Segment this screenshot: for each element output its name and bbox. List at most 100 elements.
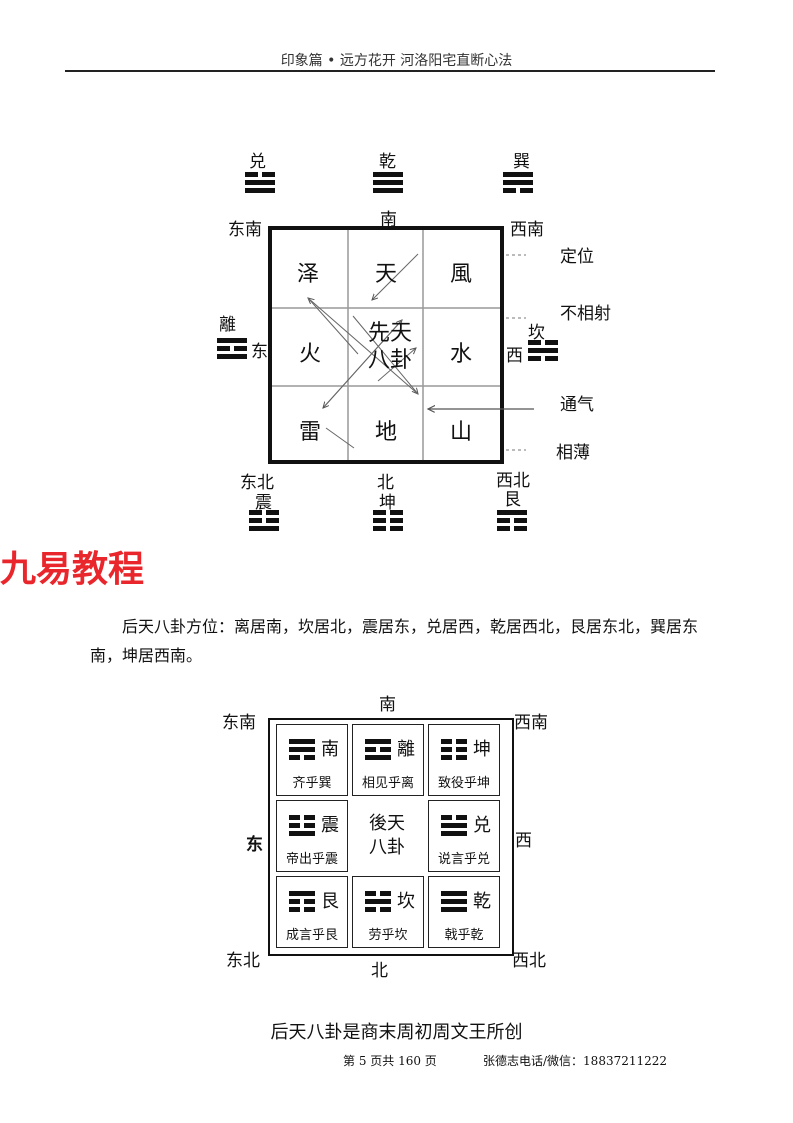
dir-north: 北 bbox=[377, 473, 394, 493]
trigram-icon bbox=[365, 739, 391, 763]
cell-phrase: 成言乎艮 bbox=[285, 928, 338, 943]
dir-southwest: 西南 bbox=[510, 220, 544, 240]
trigram-line bbox=[249, 510, 279, 515]
d2-dir-west: 西 bbox=[515, 831, 532, 851]
cell-name: 坎 bbox=[397, 891, 415, 912]
trigram-line bbox=[249, 526, 279, 531]
trigram-li-label: 離 bbox=[219, 315, 236, 335]
d2-dir-east: 东 bbox=[246, 835, 263, 855]
trigram-line bbox=[245, 180, 275, 185]
trigram-zhen-icon bbox=[249, 510, 279, 534]
trigram-line bbox=[497, 518, 527, 523]
note-tongqi: 通气 bbox=[560, 395, 594, 415]
trigram-line bbox=[373, 526, 403, 531]
trigram-kan-icon bbox=[528, 340, 558, 364]
cell-di: 地 bbox=[375, 420, 398, 445]
trigram-line bbox=[217, 354, 247, 359]
cell-name: 震 bbox=[321, 815, 339, 836]
trigram-icon bbox=[289, 815, 315, 839]
trigram-line bbox=[441, 899, 467, 904]
d2-dir-northeast: 东北 bbox=[226, 951, 260, 971]
trigram-line bbox=[441, 907, 467, 912]
trigram-line bbox=[503, 188, 533, 193]
cell-name: 乾 bbox=[473, 891, 491, 912]
dir-southeast: 东南 bbox=[228, 220, 262, 240]
trigram-li-icon bbox=[217, 338, 247, 362]
trigram-line bbox=[528, 340, 558, 345]
houtian-cell: 坎劳乎坎 bbox=[352, 876, 424, 948]
trigram-xun-icon bbox=[503, 172, 533, 196]
trigram-line bbox=[441, 831, 467, 836]
houtian-cell: 離相见乎离 bbox=[352, 724, 424, 796]
trigram-xun-label: 巽 bbox=[513, 152, 530, 172]
dir-west: 西 bbox=[506, 346, 523, 366]
trigram-line bbox=[373, 188, 403, 193]
trigram-line bbox=[289, 739, 315, 744]
houtian-cell: 乾戟乎乾 bbox=[428, 876, 500, 948]
trigram-line bbox=[289, 899, 315, 904]
note-buxiangshe: 不相射 bbox=[560, 304, 611, 324]
trigram-line bbox=[217, 346, 247, 351]
d2-dir-south: 南 bbox=[379, 695, 396, 715]
cell-name: 艮 bbox=[321, 891, 339, 912]
contact-info: 张德志电话/微信：18837211222 bbox=[483, 1054, 668, 1068]
trigram-line bbox=[373, 172, 403, 177]
d2-dir-southwest: 西南 bbox=[514, 713, 548, 733]
trigram-icon bbox=[441, 739, 467, 763]
houtian-cell: 坤致役乎坤 bbox=[428, 724, 500, 796]
body-paragraph: 后天八卦方位：离居南，坎居北，震居东，兑居西，乾居西北，艮居东北，巽居东南，坤居… bbox=[90, 617, 699, 665]
dir-east: 东 bbox=[251, 342, 268, 362]
cell-phrase: 劳乎坎 bbox=[368, 928, 408, 943]
trigram-line bbox=[245, 172, 275, 177]
header-rule bbox=[65, 70, 715, 72]
caption: 后天八卦是商末周初周文王所创 bbox=[270, 1022, 523, 1043]
trigram-line bbox=[441, 755, 467, 760]
cell-ze: 泽 bbox=[297, 262, 320, 287]
trigram-line bbox=[497, 510, 527, 515]
trigram-line bbox=[503, 172, 533, 177]
cell-phrase: 说言乎兑 bbox=[437, 852, 490, 867]
houtian-grid: 南齐乎巽離相见乎离坤致役乎坤震帝出乎震後天 八卦兑说言乎兑艮成言乎艮坎劳乎坎乾戟… bbox=[268, 718, 514, 956]
cell-name: 南 bbox=[321, 739, 339, 760]
trigram-line bbox=[365, 899, 391, 904]
cell-center-name: 後天 八卦 bbox=[369, 813, 405, 858]
trigram-line bbox=[365, 891, 391, 896]
dir-northeast: 东北 bbox=[240, 473, 274, 493]
trigram-line bbox=[245, 188, 275, 193]
trigram-icon bbox=[289, 891, 315, 915]
annotation-lines bbox=[424, 254, 534, 451]
trigram-icon bbox=[441, 891, 467, 915]
trigram-line bbox=[249, 518, 279, 523]
trigram-line bbox=[441, 891, 467, 896]
note-xiangbo: 相薄 bbox=[556, 443, 590, 463]
houtian-cell: 艮成言乎艮 bbox=[276, 876, 348, 948]
dir-northwest: 西北 bbox=[496, 471, 530, 491]
cell-phrase: 帝出乎震 bbox=[285, 852, 338, 867]
trigram-line bbox=[365, 907, 391, 912]
cell-phrase: 致役乎坤 bbox=[437, 776, 490, 791]
trigram-line bbox=[365, 739, 391, 744]
trigram-line bbox=[365, 747, 391, 752]
trigram-line bbox=[497, 526, 527, 531]
cell-feng: 風 bbox=[450, 262, 473, 287]
trigram-qian-icon bbox=[373, 172, 403, 196]
trigram-line bbox=[441, 747, 467, 752]
d2-dir-north: 北 bbox=[371, 961, 388, 981]
trigram-line bbox=[217, 338, 247, 343]
page-number: 第 5 页共 160 页 bbox=[343, 1054, 437, 1068]
page-header: 印象篇 • 远方花开 河洛阳宅直断心法 bbox=[280, 53, 513, 69]
trigram-line bbox=[503, 180, 533, 185]
houtian-cell: 南齐乎巽 bbox=[276, 724, 348, 796]
houtian-cell: 震帝出乎震 bbox=[276, 800, 348, 872]
trigram-line bbox=[441, 815, 467, 820]
trigram-line bbox=[441, 739, 467, 744]
d2-dir-northwest: 西北 bbox=[512, 951, 546, 971]
trigram-line bbox=[289, 747, 315, 752]
trigram-gen-label: 艮 bbox=[504, 490, 521, 510]
cell-phrase: 戟乎乾 bbox=[444, 928, 484, 943]
cell-phrase: 相见乎离 bbox=[361, 776, 414, 791]
trigram-line bbox=[289, 815, 315, 820]
trigram-line bbox=[373, 180, 403, 185]
trigram-zhen-label: 震 bbox=[255, 493, 272, 513]
trigram-line bbox=[528, 356, 558, 361]
